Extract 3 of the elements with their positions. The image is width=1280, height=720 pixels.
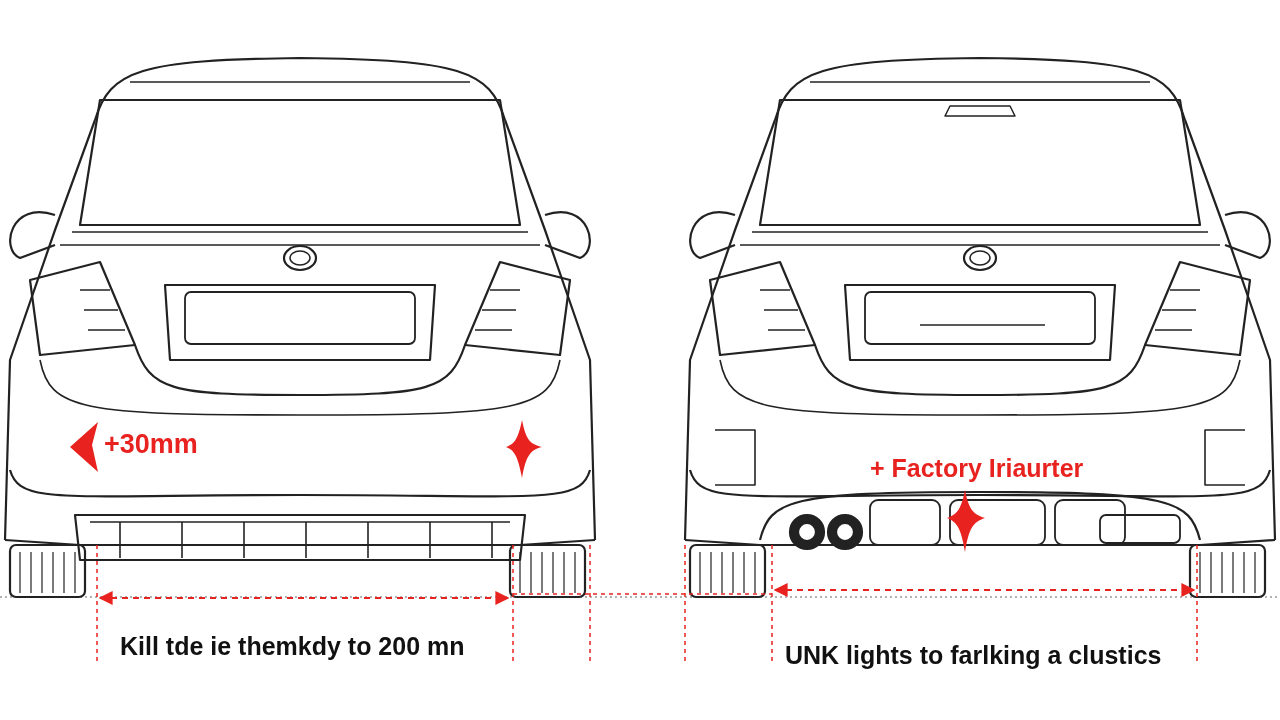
note-text: UNK lights to farlking a clustics [785,643,1162,668]
note-text: Kill tde ie themkdy to 200 mn [120,634,465,659]
dimension-label: + Factory Iriaurter [870,456,1084,481]
